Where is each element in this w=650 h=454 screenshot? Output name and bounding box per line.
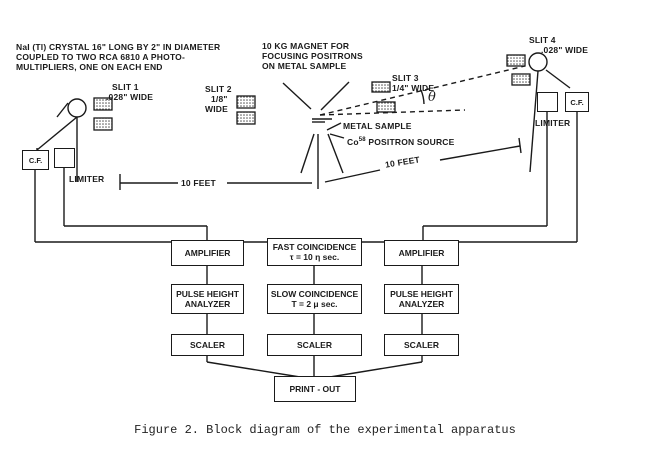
limiter-left-label: LIMITER	[69, 174, 105, 184]
slow-coincidence-value: T = 2 μ sec.	[291, 299, 338, 309]
limiter-right-box	[537, 92, 558, 112]
slit4-lower	[511, 73, 531, 86]
pha-left: PULSE HEIGHT ANALYZER	[171, 284, 244, 314]
metal-sample-label: METAL SAMPLE	[343, 121, 412, 131]
cf-right-box: C.F.	[565, 92, 589, 112]
fast-coincidence: FAST COINCIDENCE τ = 10 η sec.	[267, 238, 362, 266]
slit1-label: SLIT 1 .028" WIDE	[106, 82, 153, 102]
magnet-note-line2: FOCUSING POSITRONS	[262, 51, 363, 61]
limiter-left-box	[54, 148, 75, 168]
slit1-width: .028" WIDE	[106, 92, 154, 102]
slit2-name: SLIT 2	[205, 84, 232, 94]
pha-left-line2: ANALYZER	[184, 299, 231, 309]
print-out: PRINT - OUT	[274, 376, 356, 402]
scaler-left: SCALER	[171, 334, 244, 356]
slit3-upper	[371, 81, 391, 93]
slit4-name: SLIT 4	[529, 35, 556, 45]
slow-coincidence: SLOW COINCIDENCE T = 2 μ sec.	[267, 284, 362, 314]
figure-caption: Figure 2. Block diagram of the experimen…	[134, 423, 516, 437]
limiter-right-label: LIMITER	[535, 118, 571, 128]
slit3-label: SLIT 3 1/4" WIDE	[392, 73, 434, 93]
theta-label: θ	[428, 90, 437, 105]
slit4-width: .028" WIDE	[541, 45, 589, 55]
slit2-label: SLIT 2 1/8" WIDE	[205, 84, 232, 114]
pha-right-line2: ANALYZER	[398, 299, 445, 309]
source-suffix: POSITRON SOURCE	[365, 136, 455, 147]
amplifier-right: AMPLIFIER	[384, 240, 459, 266]
magnet-note: 10 KG MAGNET FOR FOCUSING POSITRONS ON M…	[262, 41, 363, 71]
slit1-upper	[93, 97, 113, 111]
slit1-lower	[93, 117, 113, 131]
source-prefix: Co	[347, 136, 359, 147]
magnet-note-line3: ON METAL SAMPLE	[262, 61, 347, 71]
scaler-middle: SCALER	[267, 334, 362, 356]
pha-right: PULSE HEIGHT ANALYZER	[384, 284, 459, 314]
slit2-upper	[236, 95, 256, 109]
slit4-upper	[506, 54, 526, 67]
left-detector-circle	[67, 98, 87, 118]
pha-left-line1: PULSE HEIGHT	[176, 289, 239, 299]
slit3-lower	[376, 101, 396, 113]
source-label: Co58 POSITRON SOURCE	[347, 135, 455, 147]
right-detector-circle	[528, 52, 548, 72]
magnet-note-line1: 10 KG MAGNET FOR	[262, 41, 350, 51]
slit2-lower	[236, 111, 256, 125]
slit3-width: 1/4" WIDE	[392, 83, 435, 93]
slow-coincidence-title: SLOW COINCIDENCE	[270, 289, 359, 299]
slit1-name: SLIT 1	[112, 82, 139, 92]
ten-feet-left: 10 FEET	[181, 178, 216, 188]
pha-right-line1: PULSE HEIGHT	[390, 289, 453, 299]
scaler-right: SCALER	[384, 334, 459, 356]
slit2-wide: WIDE	[205, 104, 228, 114]
slit2-width: 1/8"	[211, 94, 228, 104]
crystal-note: NaI (Tl) CRYSTAL 16" LONG BY 2" IN DIAME…	[16, 42, 220, 72]
crystal-note-line1: NaI (Tl) CRYSTAL 16" LONG BY 2" IN DIAME…	[16, 42, 221, 52]
fast-coincidence-title: FAST COINCIDENCE	[272, 242, 357, 252]
crystal-note-line3: MULTIPLIERS, ONE ON EACH END	[16, 62, 163, 72]
crystal-note-line2: COUPLED TO TWO RCA 6810 A PHOTO-	[16, 52, 186, 62]
slit3-name: SLIT 3	[392, 73, 419, 83]
source-isotope: 58	[358, 137, 366, 143]
cf-left-box: C.F.	[22, 150, 49, 170]
slit4-label: SLIT 4 .028" WIDE	[529, 35, 588, 55]
amplifier-left: AMPLIFIER	[171, 240, 244, 266]
fast-coincidence-value: τ = 10 η sec.	[289, 252, 340, 262]
